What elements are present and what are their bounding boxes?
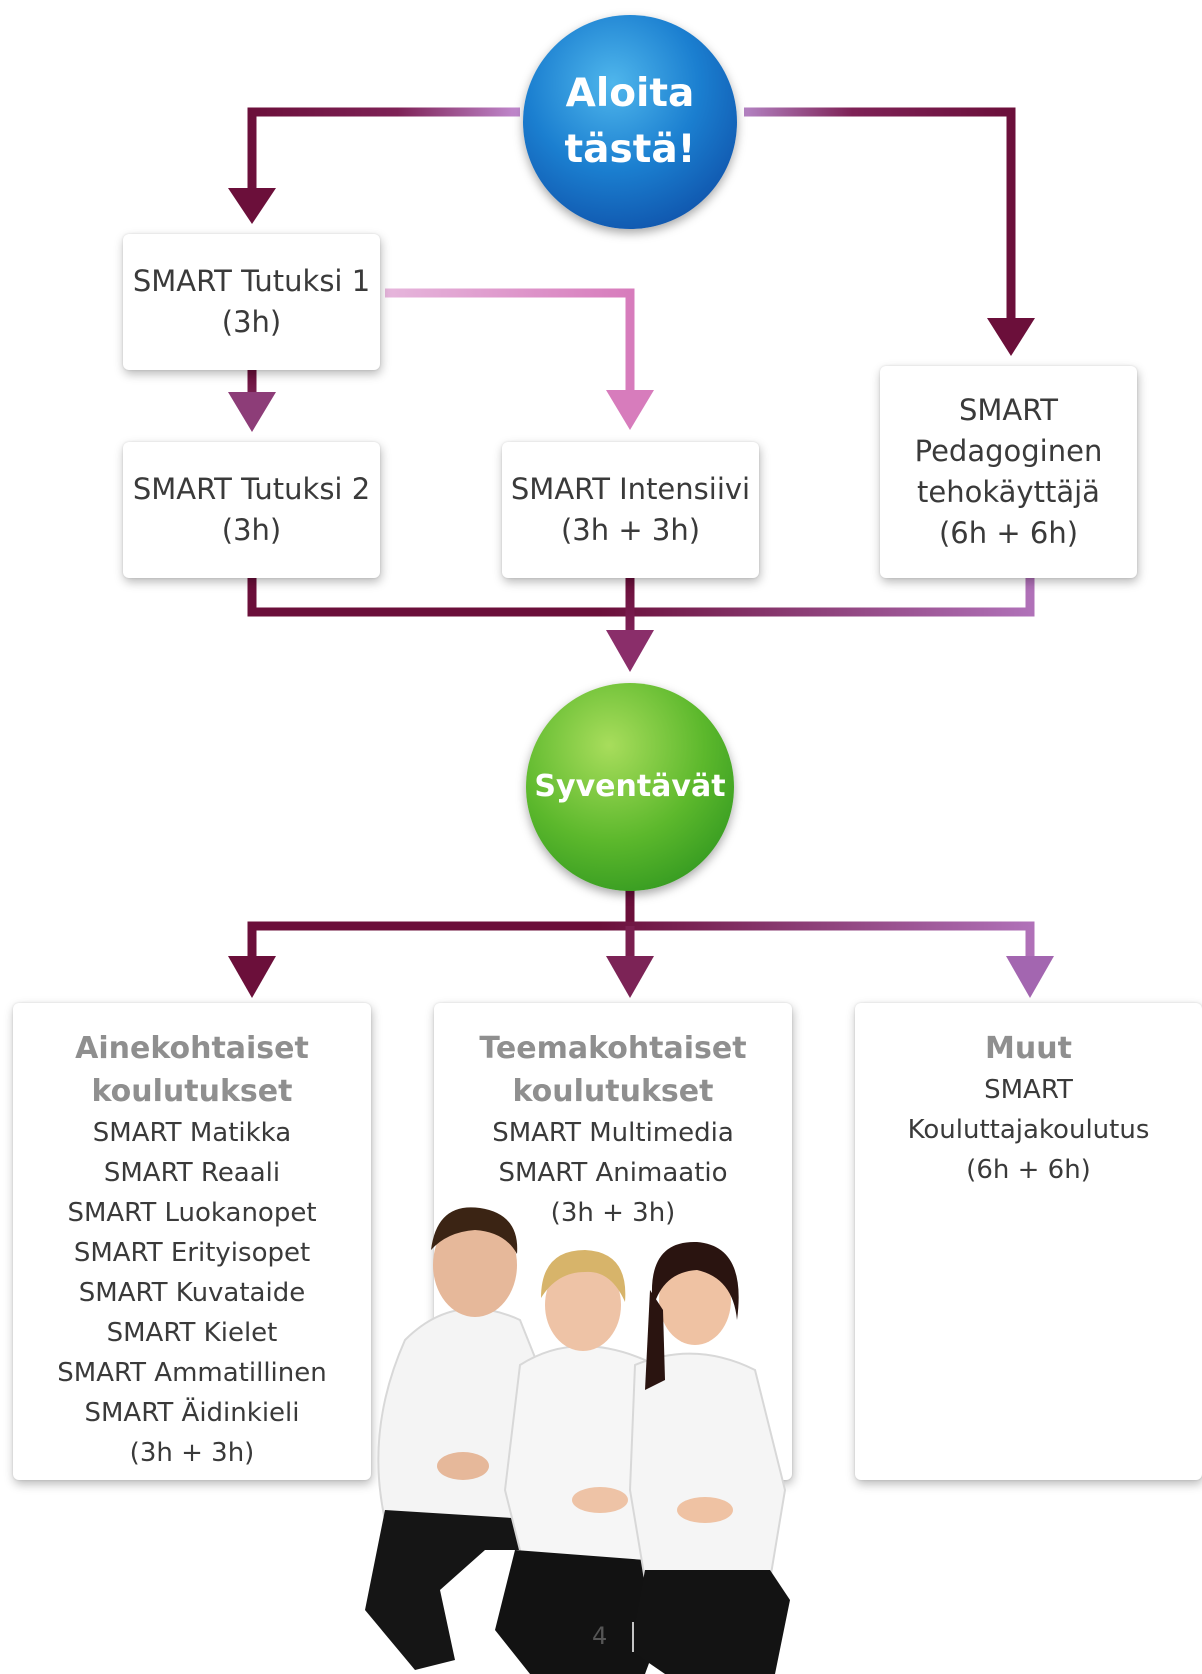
box-smart-intensiivi: SMART Intensiivi (3h + 3h) <box>502 442 759 578</box>
list-item: SMART Luokanopet <box>67 1198 317 1228</box>
arrow-tutuksi1-to-intensiivi <box>385 288 654 430</box>
list-item: (3h + 3h) <box>129 1438 255 1468</box>
teemakohtaiset-list: SMART Multimedia SMART Animaatio (3h + 3… <box>434 1113 792 1233</box>
trainers-photo <box>365 1207 790 1674</box>
tutuksi1-duration: (3h) <box>221 305 282 339</box>
list-item: SMART Äidinkieli <box>84 1398 300 1428</box>
column-muut: Muut SMART Kouluttajakoulutus (6h + 6h) <box>855 1003 1202 1480</box>
syventavat-label: Syventävät <box>534 769 726 804</box>
pedagoginen-line2: Pedagoginen <box>914 434 1103 468</box>
pedagoginen-line1: SMART <box>958 393 1059 427</box>
box-smart-tutuksi-1: SMART Tutuksi 1 (3h) <box>123 234 380 370</box>
list-item: SMART Ammatillinen <box>57 1358 327 1388</box>
person-middle <box>495 1250 667 1674</box>
box-smart-pedagoginen: SMART Pedagoginen tehokäyttäjä (6h + 6h) <box>880 366 1137 578</box>
page-number-divider <box>632 1622 634 1652</box>
list-item: SMART Multimedia <box>492 1118 734 1148</box>
pedagoginen-line3: tehokäyttäjä <box>917 475 1100 509</box>
muut-list: SMART Kouluttajakoulutus (6h + 6h) <box>855 1070 1202 1190</box>
list-item: SMART Erityisopet <box>73 1238 311 1268</box>
tutuksi2-title: SMART Tutuksi 2 <box>132 472 371 506</box>
list-item: (3h + 3h) <box>550 1198 676 1228</box>
intensiivi-title: SMART Intensiivi <box>510 472 751 506</box>
ainekohtaiset-list: SMART Matikka SMART Reaali SMART Luokano… <box>13 1113 371 1473</box>
tutuksi2-duration: (3h) <box>221 513 282 547</box>
list-item: Kouluttajakoulutus <box>907 1115 1150 1145</box>
column-ainekohtaiset: Ainekohtaiset koulutukset SMART Matikka … <box>13 1003 371 1480</box>
start-line1: Aloita <box>565 71 695 116</box>
pedagoginen-duration: (6h + 6h) <box>938 516 1079 550</box>
muut-title: Muut <box>985 1031 1072 1066</box>
list-item: SMART Reaali <box>103 1158 281 1188</box>
teemakohtaiset-title-2: koulutukset <box>512 1074 714 1109</box>
list-item: SMART <box>984 1075 1073 1105</box>
page-number: 4 <box>592 1622 608 1650</box>
ainekohtaiset-title-2: koulutukset <box>91 1074 293 1109</box>
list-item: SMART Kuvataide <box>78 1278 306 1308</box>
intensiivi-duration: (3h + 3h) <box>560 513 701 547</box>
arrow-start-to-pedagoginen <box>744 107 1035 356</box>
box-smart-tutuksi-2: SMART Tutuksi 2 (3h) <box>123 442 380 578</box>
arrow-tutuksi1-to-tutuksi2 <box>228 370 276 432</box>
list-item: SMART Matikka <box>92 1118 292 1148</box>
start-here-circle: Aloita tästä! <box>523 15 737 229</box>
teemakohtaiset-title-1: Teemakohtaiset <box>479 1031 747 1066</box>
start-line2: tästä! <box>564 127 696 172</box>
list-item: SMART Kielet <box>106 1318 278 1348</box>
list-item: (6h + 6h) <box>966 1155 1091 1185</box>
list-item: SMART Animaatio <box>498 1158 728 1188</box>
arrow-join-to-syventavat <box>247 578 1035 672</box>
syventavat-circle: Syventävät <box>526 683 734 891</box>
ainekohtaiset-title-1: Ainekohtaiset <box>75 1031 309 1066</box>
person-right <box>628 1241 790 1674</box>
tutuksi1-title: SMART Tutuksi 1 <box>132 264 371 298</box>
arrow-start-to-tutuksi1 <box>228 107 520 224</box>
arrow-syventavat-to-columns <box>228 890 1054 998</box>
